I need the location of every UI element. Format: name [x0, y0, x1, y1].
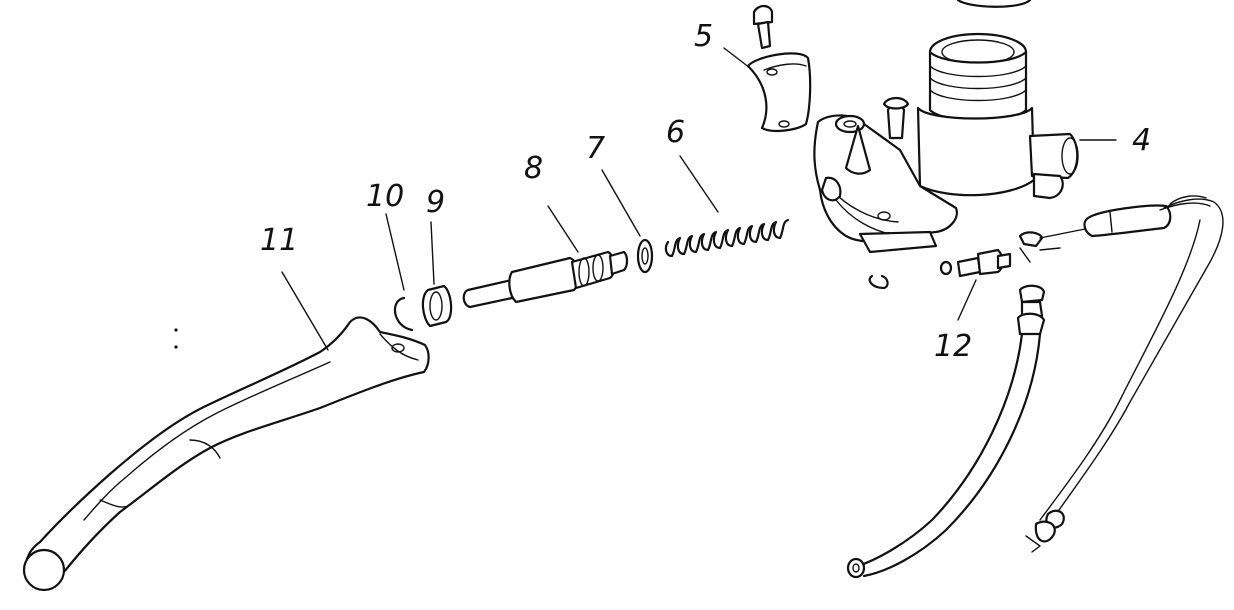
part-7-washer [636, 238, 654, 274]
leader-7 [601, 169, 641, 237]
part-5-clamp [746, 4, 812, 133]
small-clip [868, 274, 889, 290]
leader-5 [723, 47, 751, 69]
callout-8: 8 [524, 151, 543, 186]
part-6-spring [664, 218, 790, 258]
leader-10 [385, 213, 405, 291]
leader-8 [547, 205, 579, 253]
part-11-lever [22, 316, 430, 592]
part-8-piston [462, 250, 629, 309]
hose [846, 284, 1046, 579]
leader-12 [957, 279, 977, 321]
callout-4: 4 [1132, 123, 1151, 158]
callout-12: 12 [934, 329, 972, 364]
stray-dots [174, 328, 178, 349]
leader-6 [679, 155, 719, 213]
part-4-master-cylinder [813, 0, 1079, 254]
callout-10: 10 [366, 179, 404, 214]
leader-11 [281, 271, 329, 351]
callout-9: 9 [426, 185, 445, 220]
callout-7: 7 [586, 131, 605, 166]
part-10-circlip [394, 296, 414, 332]
callout-11: 11 [260, 223, 298, 258]
leader-9 [430, 221, 435, 285]
part-12-brake-switch [939, 195, 1224, 553]
callout-5: 5 [694, 19, 713, 54]
callout-6: 6 [666, 115, 685, 150]
part-9-seal [421, 284, 453, 328]
